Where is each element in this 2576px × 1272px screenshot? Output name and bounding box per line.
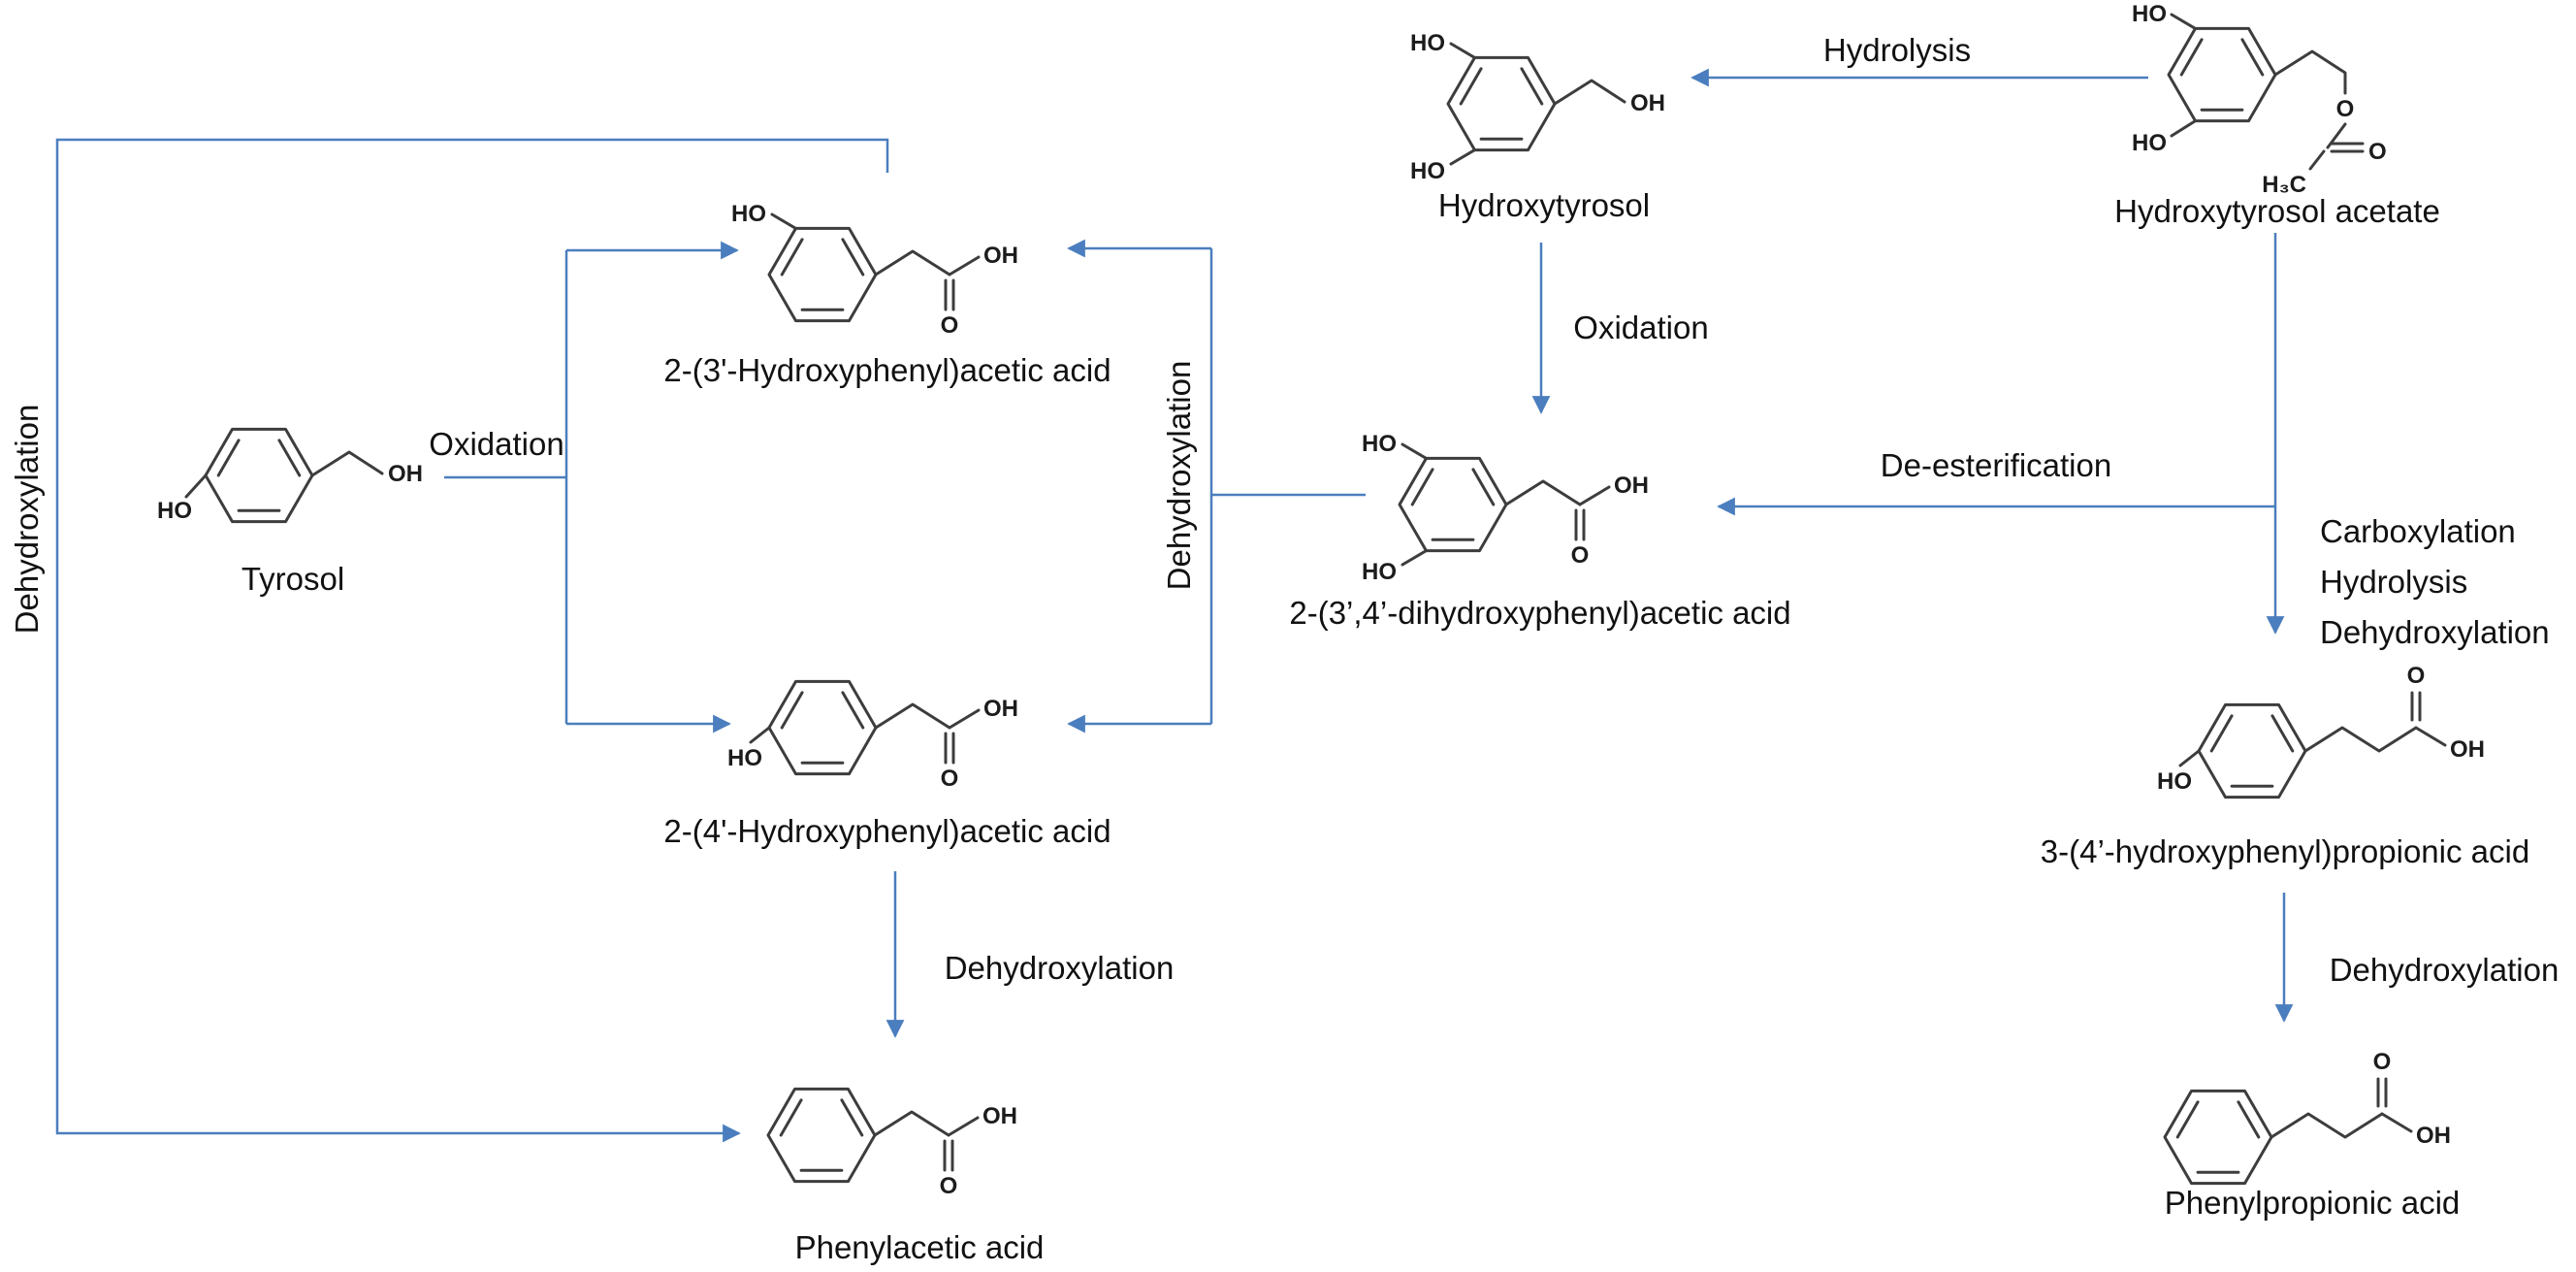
atom-oh: OH — [982, 1103, 1017, 1129]
reaction-label-oxidation-hydroxytyrosol: Oxidation — [1573, 310, 1709, 345]
reaction-label-acetate-to-propionic: Carboxylation Hydrolysis Dehydroxylation — [2320, 506, 2550, 658]
compound-label-tyrosol: Tyrosol — [241, 561, 345, 597]
compound-label-phenylpropionic: Phenylpropionic acid — [2164, 1185, 2461, 1221]
reaction-label-hydrolysis: Hydrolysis — [1822, 32, 1972, 68]
compound-label-hydroxytyrosol-acetate: Hydroxytyrosol acetate — [2114, 193, 2440, 229]
atom-ho: HO — [2157, 768, 2192, 795]
line-dopac-branch — [1209, 248, 1366, 724]
reaction-label-dehydroxylation-dopac: Dehydroxylation — [1161, 360, 1197, 591]
atom-oh: OH — [983, 243, 1018, 269]
reaction-label-dehydroxylation-left: Dehydroxylation — [9, 404, 45, 635]
bonds — [749, 702, 981, 765]
reaction-label-dehydroxylation-4hpaa: Dehydroxylation — [944, 950, 1175, 986]
bonds — [2178, 691, 2447, 767]
benzene-ring — [766, 1087, 877, 1184]
atom-ho: HO — [727, 745, 762, 771]
atom-o: O — [2336, 96, 2355, 122]
bonds — [873, 1110, 980, 1172]
atom-h3c: H₃C — [2262, 172, 2306, 198]
benzene-ring — [2197, 702, 2307, 799]
atom-oh: OH — [1614, 473, 1649, 499]
compound-label-phenylacetic: Phenylacetic acid — [794, 1229, 1045, 1265]
reaction-label-oxidation-tyrosol: Oxidation — [429, 426, 564, 462]
reaction-line-dehydroxylation: Dehydroxylation — [2320, 614, 2550, 650]
compound-label-hpaa4: 2-(4'-Hydroxyphenyl)acetic acid — [663, 813, 1111, 849]
atom-oh: OH — [983, 696, 1018, 722]
hydroxytyrosol-structure: HO HO OH — [1410, 30, 1665, 184]
tyrosol-structure: HO OH — [157, 427, 423, 524]
dopac-structure: HO HO OH O — [1362, 431, 1649, 585]
atom-o: O — [2368, 139, 2387, 165]
atom-ho: HO — [1410, 158, 1445, 184]
atom-ho: HO — [1362, 431, 1397, 457]
compound-label-dopac: 2-(3’,4’-dihydroxyphenyl)acetic acid — [1289, 595, 1791, 631]
bonds — [1401, 442, 1611, 567]
hpaa3-structure: HO OH O — [731, 201, 1018, 339]
reaction-line-hydrolysis: Hydrolysis — [2320, 564, 2468, 600]
reaction-line-carboxylation: Carboxylation — [2320, 513, 2516, 549]
compound-label-hydroxytyrosol: Hydroxytyrosol — [1437, 187, 1651, 223]
hppa-structure: HO O OH — [2157, 663, 2485, 799]
phenylpropionic-structure: O OH — [2163, 1049, 2451, 1186]
atom-oh: OH — [388, 461, 423, 487]
atom-o: O — [940, 1173, 958, 1199]
atom-oh: OH — [2450, 736, 2485, 763]
arrow-3hpaa-to-phenylacetic — [55, 138, 889, 1143]
reaction-label-de-esterification: De-esterification — [1880, 447, 2112, 483]
atom-o: O — [941, 766, 959, 792]
atom-o: O — [2373, 1049, 2392, 1075]
benzene-ring — [2163, 1089, 2273, 1186]
atom-ho: HO — [1362, 559, 1397, 585]
atom-ho: HO — [2132, 130, 2167, 156]
bonds — [770, 212, 981, 311]
atom-o: O — [2407, 663, 2426, 689]
benzene-ring — [2167, 26, 2277, 123]
atom-o: O — [1571, 542, 1590, 569]
phenylacetic-structure: OH O — [766, 1087, 1017, 1199]
reaction-label-dehydroxylation-propionic: Dehydroxylation — [2329, 952, 2560, 988]
bonds — [1449, 42, 1626, 166]
atom-o: O — [941, 312, 959, 339]
bonds — [184, 450, 384, 499]
bonds — [2270, 1077, 2413, 1139]
benzene-ring — [204, 427, 314, 524]
hydroxytyrosol-acetate-structure: HO HO O O H₃C — [2132, 2, 2387, 198]
compound-label-hppa: 3-(4’-hydroxyphenyl)propionic acid — [2040, 833, 2530, 869]
atom-oh: OH — [1630, 90, 1665, 116]
atom-oh: OH — [2416, 1123, 2451, 1149]
bonds — [2170, 13, 2365, 171]
benzene-ring — [767, 679, 878, 776]
line-tyrosol-branch — [444, 250, 568, 724]
benzene-ring — [1398, 456, 1508, 553]
benzene-ring — [1446, 55, 1557, 152]
atom-ho: HO — [1410, 30, 1445, 56]
hpaa4-structure: HO OH O — [727, 679, 1018, 792]
atom-ho: HO — [157, 498, 192, 524]
benzene-ring — [767, 226, 878, 323]
atom-ho: HO — [731, 201, 766, 227]
compound-label-hpaa3: 2-(3'-Hydroxyphenyl)acetic acid — [663, 352, 1111, 388]
atom-ho: HO — [2132, 2, 2167, 27]
